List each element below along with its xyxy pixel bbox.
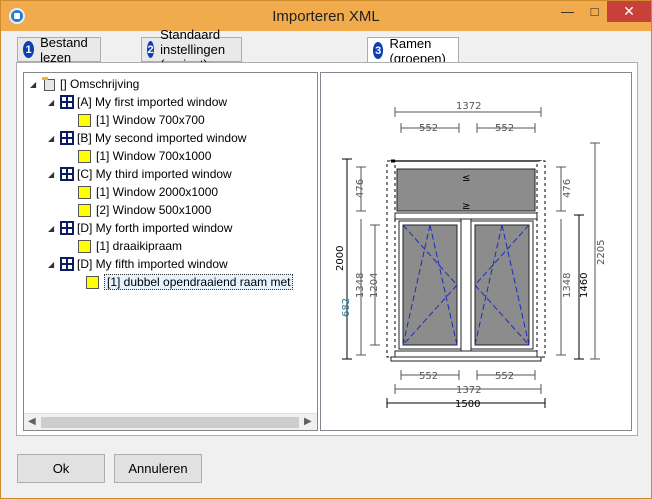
tree-item-label: [1] dubbel opendraaiend raam met [104, 274, 294, 290]
horizontal-scrollbar[interactable]: ◀ ▶ [24, 413, 317, 430]
minimize-icon: — [561, 4, 574, 19]
collapse-icon[interactable]: ◢ [48, 133, 55, 143]
svg-text:≤: ≤ [462, 173, 470, 184]
maximize-icon: □ [590, 4, 599, 19]
minimize-button[interactable]: — [554, 1, 581, 22]
dim-top-right: 552 [495, 123, 514, 134]
dim-right-mid: 1460 [579, 273, 590, 298]
tree-item-label: [1] Window 2000x1000 [96, 185, 219, 199]
dim-right-top: 476 [562, 179, 573, 198]
maximize-button[interactable]: □ [581, 1, 608, 22]
dim-left-inner: 1204 [369, 273, 380, 298]
dim-top-total: 1372 [456, 101, 481, 112]
window-group-icon [60, 131, 74, 145]
tab-standaard-instellingen[interactable]: 2 Standaard instellingen (project) [141, 27, 243, 72]
tab-label: Bestand lezen [40, 34, 88, 65]
close-button[interactable]: ✕ [607, 1, 651, 22]
window-group-icon [60, 257, 74, 271]
scrollbar-thumb[interactable] [41, 417, 299, 428]
tree-group-label: [D] My fifth imported window [77, 257, 228, 271]
tree-group[interactable]: ◢ [D] My fifth imported window [48, 255, 228, 273]
dim-bottom-total: 1372 [456, 385, 481, 396]
tree-group[interactable]: ◢ [D] My forth imported window [48, 219, 232, 237]
tree-item-label: [1] Window 700x700 [96, 113, 205, 127]
tab-number-icon: 3 [373, 42, 384, 59]
tree-item[interactable]: [1] Window 700x700 [78, 111, 205, 129]
window-title: Importeren XML [272, 8, 380, 25]
dim-bottom-right: 552 [495, 371, 514, 382]
window-group-icon [60, 221, 74, 235]
tree-item[interactable]: [1] draaikipraam [78, 237, 182, 255]
window-group-icon [60, 95, 74, 109]
tab-content-panel: ◢ [] Omschrijving ◢ [A] My first importe… [16, 62, 638, 436]
tree-root-label: [] Omschrijving [60, 77, 140, 91]
tree-group-label: [D] My forth imported window [77, 221, 233, 235]
tree-group-label: [A] My first imported window [77, 95, 228, 109]
tab-bestand-lezen[interactable]: 1 Bestand lezen [17, 34, 101, 65]
window-item-icon [86, 275, 99, 289]
collapse-icon[interactable]: ◢ [48, 97, 55, 107]
tab-number-icon: 1 [23, 41, 35, 58]
dim-left-handle: 682 [341, 298, 352, 317]
window-preview: 1372 552 552 ≤ ≥ [320, 72, 632, 431]
window-item-icon [78, 113, 91, 127]
tree-item-selected[interactable]: [1] dubbel opendraaiend raam met [86, 273, 294, 291]
dim-left-lower: 1348 [355, 273, 366, 298]
tab-label: Ramen (groepen) [389, 35, 446, 66]
tree-group[interactable]: ◢ [A] My first imported window [48, 93, 227, 111]
dim-left-top: 476 [355, 179, 366, 198]
tree-item[interactable]: [1] Window 700x1000 [78, 147, 211, 165]
ok-button[interactable]: Ok [17, 454, 105, 483]
tree-root[interactable]: ◢ [] Omschrijving [30, 75, 139, 93]
tab-number-icon: 2 [147, 41, 155, 58]
tree-group[interactable]: ◢ [C] My third imported window [48, 165, 232, 183]
close-icon: ✕ [623, 3, 635, 19]
dim-right-outer: 2205 [596, 240, 607, 265]
tab-ramen-groepen[interactable]: 3 Ramen (groepen) [367, 35, 460, 66]
tree-item-label: [2] Window 500x1000 [96, 203, 212, 217]
tree-group[interactable]: ◢ [B] My second imported window [48, 129, 246, 147]
dim-top-left: 552 [419, 123, 438, 134]
dim-right-lower: 1348 [562, 273, 573, 298]
window-group-icon [60, 167, 74, 181]
dim-bottom-left: 552 [419, 371, 438, 382]
dim-left-outer: 2000 [335, 246, 346, 271]
tree-item-label: [1] Window 700x1000 [96, 149, 212, 163]
svg-text:≥: ≥ [462, 201, 470, 212]
window-item-icon [78, 203, 91, 217]
root-folder-icon [42, 77, 56, 91]
tree-item[interactable]: [1] Window 2000x1000 [78, 183, 218, 201]
scroll-left-icon[interactable]: ◀ [28, 416, 36, 427]
tree-item-label: [1] draaikipraam [96, 239, 183, 253]
collapse-icon[interactable]: ◢ [48, 169, 55, 179]
app-icon [9, 8, 25, 24]
dim-bottom-outer: 1500 [455, 399, 480, 410]
window-drawing: 1372 552 552 ≤ ≥ [335, 101, 607, 410]
tree-group-label: [B] My second imported window [77, 131, 247, 145]
collapse-icon[interactable]: ◢ [48, 259, 55, 269]
cancel-button[interactable]: Annuleren [114, 454, 202, 483]
collapse-icon[interactable]: ◢ [48, 223, 55, 233]
tree-group-label: [C] My third imported window [77, 167, 232, 181]
collapse-icon[interactable]: ◢ [30, 79, 37, 89]
window-item-icon [78, 149, 91, 163]
tree-item[interactable]: [2] Window 500x1000 [78, 201, 211, 219]
title-bar[interactable]: Importeren XML — □ ✕ [1, 1, 651, 31]
scroll-right-icon[interactable]: ▶ [304, 416, 312, 427]
window-item-icon [78, 185, 91, 199]
window-tree[interactable]: ◢ [] Omschrijving ◢ [A] My first importe… [23, 72, 318, 431]
window-item-icon [78, 239, 91, 253]
